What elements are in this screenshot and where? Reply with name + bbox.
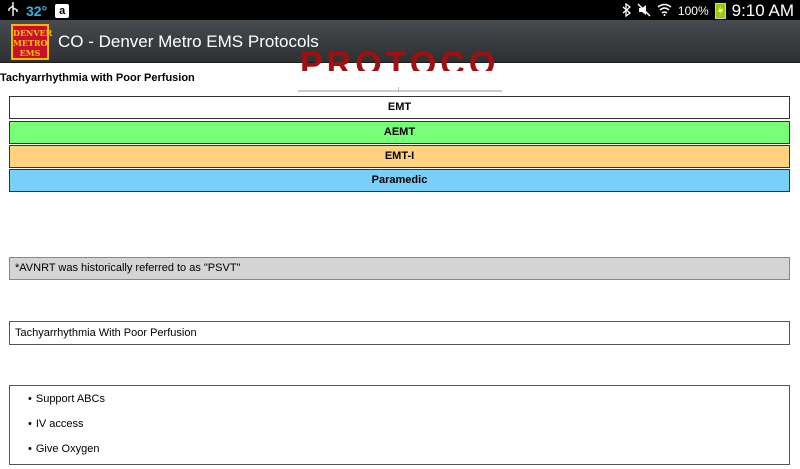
emt-i-level-button[interactable]: EMT-I [9,145,790,168]
step-label: Give Oxygen [35,443,100,455]
list-item: •IV access [28,418,84,430]
clock: 9:10 AM [731,1,794,20]
protocol-steps-list: •Support ABCs •IV access •Give Oxygen [9,385,790,465]
bluetooth-icon [622,2,631,20]
battery-charging-icon [714,3,726,19]
logo-line-3: EMS [19,48,41,58]
aemt-level-button[interactable]: AEMT [9,121,790,144]
usb-icon [8,2,18,19]
step-label: Support ABCs [35,393,105,405]
protocol-title-box: Tachyarrhythmia With Poor Perfusion [9,321,790,345]
temperature-text: 32° [26,2,48,19]
app-logo[interactable]: DENVER METRO EMS [11,24,53,60]
amazon-app-icon: a [55,3,70,18]
status-bar: 32° a 100% 9:10 AM [0,0,800,20]
logo-line-2: METRO [13,38,48,48]
list-item: •Support ABCs [28,393,105,405]
bullet-icon: • [28,443,32,455]
wifi-icon [657,3,672,19]
step-label: IV access [35,418,84,430]
bullet-icon: • [28,418,32,430]
paramedic-level-button[interactable]: Paramedic [9,169,790,192]
action-bar: DENVER METRO EMS CO - Denver Metro EMS P… [0,20,800,63]
tab-indicator [298,87,502,92]
app-title: CO - Denver Metro EMS Protocols [58,32,319,51]
bullet-icon: • [28,393,32,405]
protocol-note: *AVNRT was historically referred to as "… [9,257,790,280]
logo-line-1: DENVER [13,28,53,38]
list-item: •Give Oxygen [28,443,99,455]
battery-percent: 100% [677,4,709,18]
emt-level-button[interactable]: EMT [9,96,790,119]
background-title: PROTOCOLS [300,51,500,71]
section-heading: Tachyarrhythmia with Poor Perfusion [0,72,195,84]
mute-icon [637,2,651,20]
